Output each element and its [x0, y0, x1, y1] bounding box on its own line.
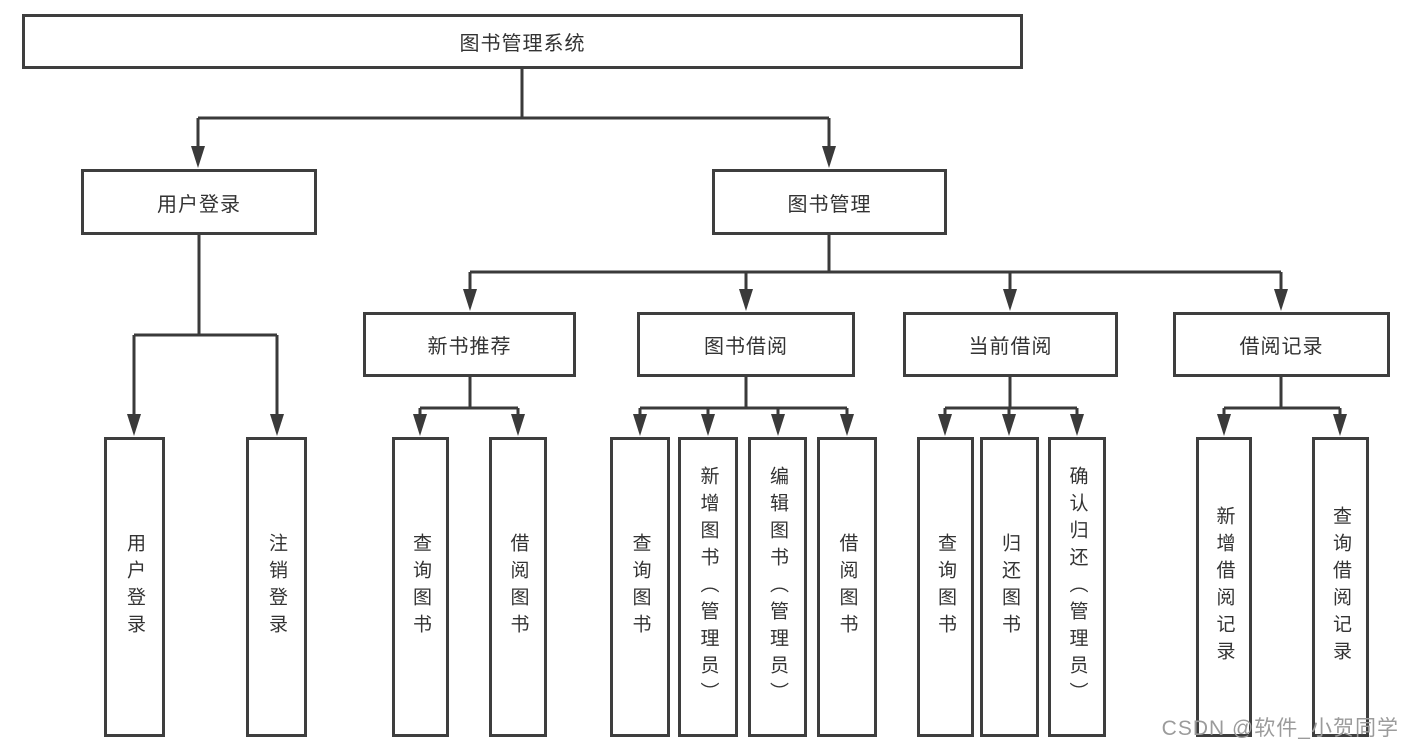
connector-lines — [132, 68, 1342, 420]
node-new-book-recommend: 新书推荐 — [363, 312, 576, 377]
leaf-label: 借阅图书 — [836, 533, 858, 641]
leaf-label: 查询图书 — [629, 533, 651, 641]
leaf-edit-books-admin: 编辑图书（管理员） — [748, 437, 807, 737]
leaf-borrow-books-recommend: 借阅图书 — [489, 437, 547, 737]
leaf-label: 查询图书 — [935, 533, 956, 641]
leaf-label: 借阅图书 — [507, 533, 529, 641]
leaf-label: 查询图书 — [410, 533, 431, 641]
leaf-label: 注销登录 — [266, 533, 287, 641]
leaf-query-books-recommend: 查询图书 — [392, 437, 449, 737]
leaf-label: 用户登录 — [124, 533, 145, 641]
node-library-system: 图书管理系统 — [22, 14, 1023, 69]
leaf-query-borrow-record: 查询借阅记录 — [1312, 437, 1369, 737]
leaf-label: 新增图书（管理员） — [697, 465, 719, 709]
node-book-management: 图书管理 — [712, 169, 947, 235]
leaf-query-books-current: 查询图书 — [917, 437, 974, 737]
leaf-add-books-admin: 新增图书（管理员） — [678, 437, 738, 737]
leaf-user-login: 用户登录 — [104, 437, 165, 737]
leaf-query-books-borrowing: 查询图书 — [610, 437, 670, 737]
node-current-borrowing: 当前借阅 — [903, 312, 1118, 377]
leaf-label: 编辑图书（管理员） — [767, 465, 788, 709]
csdn-watermark: CSDN @软件_小贺同学 — [1161, 717, 1399, 740]
leaf-confirm-return-admin: 确认归还（管理员） — [1048, 437, 1106, 737]
leaf-return-books: 归还图书 — [980, 437, 1039, 737]
leaf-label: 归还图书 — [999, 533, 1020, 641]
leaf-label: 查询借阅记录 — [1330, 506, 1351, 668]
leaf-label: 新增借阅记录 — [1213, 506, 1235, 668]
node-borrowing-records: 借阅记录 — [1173, 312, 1390, 377]
leaf-label: 确认归还（管理员） — [1066, 465, 1088, 709]
leaf-borrow-books-borrowing: 借阅图书 — [817, 437, 877, 737]
node-book-borrowing: 图书借阅 — [637, 312, 855, 377]
node-user-login: 用户登录 — [81, 169, 317, 235]
leaf-logout: 注销登录 — [246, 437, 307, 737]
arrowhead-icons — [127, 146, 1347, 436]
leaf-add-borrow-record: 新增借阅记录 — [1196, 437, 1252, 737]
